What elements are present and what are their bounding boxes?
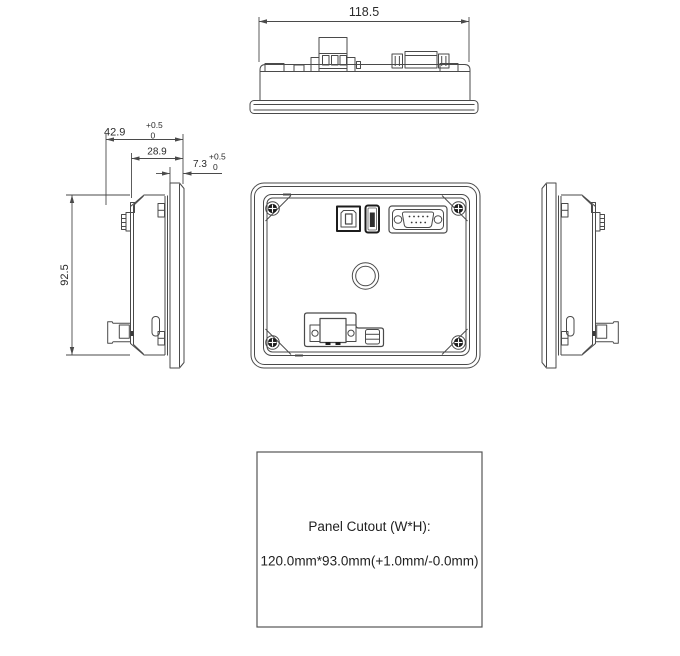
housing-outline: [259, 64, 471, 101]
dim-bezel-thickness: 7.3 +0.5 0: [156, 152, 226, 184]
screw-bottom-left: [265, 335, 280, 350]
right-side-view: [541, 182, 619, 369]
panel-cutout-note: Panel Cutout (W*H): 120.0mm*93.0mm(+1.0m…: [256, 451, 483, 628]
db9-connector-top: [391, 51, 450, 69]
back-view: [250, 182, 481, 369]
back-cover: [263, 193, 470, 357]
left-side-view: [107, 182, 185, 369]
dim-bezel-tol-plus: +0.5: [209, 152, 226, 162]
db9-serial-port: [388, 205, 448, 234]
dip-vent: [365, 329, 380, 345]
power-terminal-back: [303, 312, 385, 348]
dim-depth-total-label: 42.9: [104, 127, 125, 139]
dim-bezel-label: 7.3: [193, 159, 207, 170]
panel-cutout-title: Panel Cutout (W*H):: [308, 519, 430, 534]
screw-top-left: [265, 201, 280, 216]
top-view: 118.5: [249, 5, 479, 114]
usb-b-port: [336, 205, 361, 232]
usb-a-port: [364, 204, 380, 234]
dim-bezel-tol-minus: 0: [213, 162, 218, 172]
dim-depth-body-label: 28.9: [147, 147, 167, 158]
dim-depth-total-tol-plus: +0.5: [146, 120, 163, 130]
dim-width-label: 118.5: [349, 5, 379, 19]
panel-cutout-value: 120.0mm*93.0mm(+1.0mm/-0.0mm): [261, 554, 479, 569]
dim-depth-total: 42.9 +0.5 0: [104, 120, 184, 205]
dim-depth-body: 28.9: [131, 147, 183, 198]
corner-screws: [265, 201, 466, 350]
screw-bottom-right: [451, 335, 466, 350]
dim-height: 92.5: [59, 194, 130, 356]
dim-overall-width: 118.5: [258, 5, 470, 62]
dim-height-label: 92.5: [59, 264, 71, 285]
left-view-dimensions: 92.5 42.9 +0.5 0 28.9 7.3 +0.5: [59, 120, 226, 356]
db9-pins: [408, 215, 429, 224]
dim-depth-total-tol-minus: 0: [151, 131, 156, 141]
clip-left-small: [293, 64, 305, 72]
clip-left: [264, 63, 285, 72]
center-hole: [351, 262, 380, 290]
bezel-flange: [249, 100, 479, 114]
screw-top-right: [451, 201, 466, 216]
top-view-device: [249, 37, 479, 114]
power-terminal-top: [310, 37, 361, 72]
back-bezel: [250, 182, 481, 369]
